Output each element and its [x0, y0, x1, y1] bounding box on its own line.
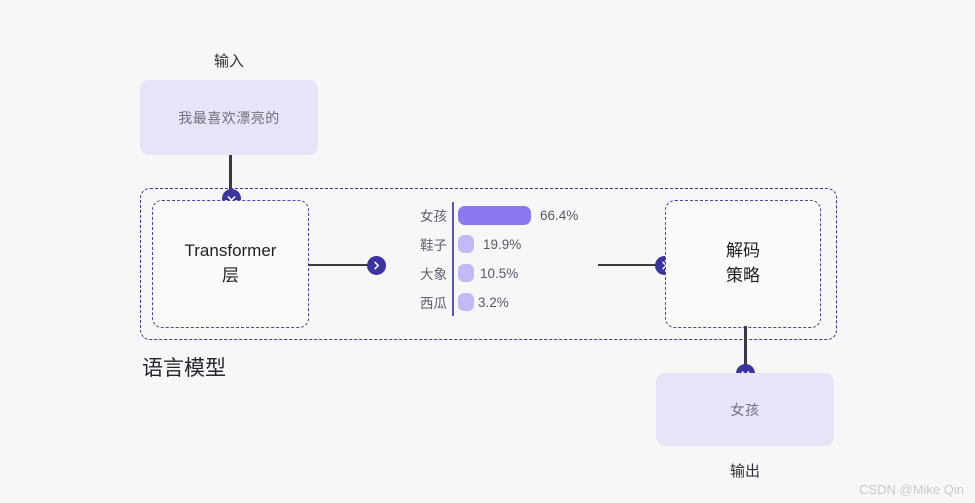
chart-row-0: 女孩 66.4% [405, 203, 578, 227]
decoding-strategy-label-line2: 策略 [726, 266, 760, 285]
input-caption: 输入 [213, 53, 244, 70]
language-model-container [140, 188, 837, 340]
chart-row-3: 西瓜 3.2% [405, 290, 509, 314]
chart-bar-wrap-1: 19.9% [458, 235, 521, 253]
chart-category-2: 大象 [420, 267, 447, 282]
chart-bar-wrap-3: 3.2% [458, 293, 509, 311]
language-model-label: 语言模型 [142, 357, 226, 380]
connector-chart-to-decoder [598, 264, 660, 267]
token-probability-chart: 女孩 66.4% 鞋子 19.9% 大象 10.5% 西瓜 3. [405, 200, 595, 318]
output-box: 女孩 [656, 373, 834, 446]
chart-category-3: 西瓜 [420, 296, 447, 311]
chart-bar-3 [458, 293, 474, 311]
connector-transformer-to-chart [308, 264, 373, 267]
chart-value-2: 10.5% [480, 265, 519, 281]
connector-decoder-to-output [744, 326, 747, 375]
decoding-strategy-box: 解码 策略 [665, 200, 821, 328]
chart-row-2: 大象 10.5% [405, 261, 518, 285]
chart-value-1: 19.9% [483, 236, 522, 252]
input-text: 我最喜欢漂亮的 [178, 109, 280, 126]
chevron-right-icon-transformer [367, 256, 386, 275]
chart-bar-0 [458, 205, 531, 225]
decoding-strategy-label: 解码 策略 [726, 239, 760, 288]
chart-row-1: 鞋子 19.9% [405, 232, 521, 256]
transformer-layer-box: Transformer 层 [152, 200, 309, 328]
chart-bar-1 [458, 235, 474, 253]
chart-bar-wrap-0: 66.4% [458, 205, 579, 225]
connector-input-to-model [229, 155, 232, 200]
chart-category-1: 鞋子 [420, 238, 447, 253]
output-caption: 输出 [729, 463, 760, 480]
chart-axis-line [452, 202, 454, 316]
chart-bar-2 [458, 264, 474, 282]
decoding-strategy-label-line1: 解码 [726, 241, 760, 261]
watermark: CSDN @Mike Qin [859, 482, 964, 497]
chart-category-0: 女孩 [420, 209, 447, 224]
input-box: 我最喜欢漂亮的 [140, 80, 318, 155]
chart-bar-wrap-2: 10.5% [458, 264, 518, 282]
output-text: 女孩 [730, 401, 760, 418]
chart-value-3: 3.2% [478, 294, 509, 310]
transformer-layer-label-line2: 层 [221, 266, 239, 285]
transformer-layer-label-line1: Transformer [184, 241, 277, 261]
transformer-layer-label: Transformer 层 [185, 239, 277, 288]
chart-value-0: 66.4% [540, 207, 579, 223]
